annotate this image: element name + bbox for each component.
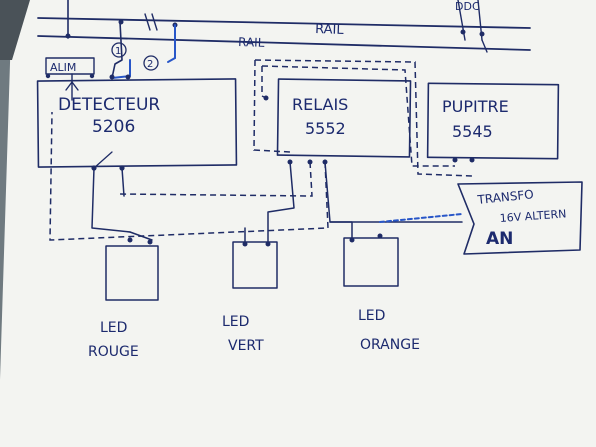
relais-module: RELAIS 5552 bbox=[263, 78, 412, 165]
alim-label: ALIM bbox=[50, 61, 76, 74]
rail-lower-label: RAIL bbox=[238, 35, 265, 50]
alim-box: ALIM bbox=[45, 57, 95, 101]
marker-2-label: 2 bbox=[147, 59, 153, 70]
led-rouge-line2: ROUGE bbox=[88, 344, 139, 360]
detecteur-number: 5206 bbox=[92, 117, 135, 137]
led-rouge-line1: LED bbox=[100, 320, 127, 336]
dashed-wiring bbox=[49, 59, 473, 241]
ddc-label: DDC bbox=[455, 0, 480, 13]
led-orange: LED ORANGE bbox=[343, 237, 420, 353]
pupitre-name: PUPITRE bbox=[442, 97, 509, 116]
relais-name: RELAIS bbox=[292, 95, 348, 114]
paper-shadow bbox=[0, 0, 30, 60]
led-vert-line2: VERT bbox=[228, 338, 264, 354]
led-vert: LED VERT bbox=[222, 241, 278, 354]
rails: RAIL RAIL bbox=[37, 13, 531, 51]
marker-1 bbox=[111, 42, 127, 58]
led-orange-line2: ORANGE bbox=[360, 337, 420, 353]
led-rouge: LED ROUGE bbox=[88, 245, 159, 360]
transfo-module: TRANSFO 16V ALTERN AN bbox=[457, 181, 583, 255]
pupitre-number: 5545 bbox=[452, 122, 493, 141]
ddc-connection: DDC bbox=[455, 0, 488, 53]
transfo-line1: TRANSFO bbox=[476, 187, 534, 207]
relais-number: 5552 bbox=[305, 119, 346, 138]
transfo-line2: 16V ALTERN bbox=[499, 207, 566, 225]
track-feeds: 1 2 bbox=[65, 0, 178, 80]
detecteur-name: DETECTEUR bbox=[58, 95, 160, 115]
detecteur-module: DETECTEUR 5206 bbox=[36, 78, 238, 171]
led-orange-line1: LED bbox=[358, 308, 385, 324]
rail-upper-label: RAIL bbox=[315, 22, 345, 38]
led-vert-line1: LED bbox=[222, 314, 249, 330]
pupitre-module: PUPITRE 5545 bbox=[426, 82, 560, 163]
transfo-line3: AN bbox=[486, 229, 513, 249]
marker-1-label: 1 bbox=[115, 46, 121, 57]
marker-2 bbox=[143, 55, 159, 71]
